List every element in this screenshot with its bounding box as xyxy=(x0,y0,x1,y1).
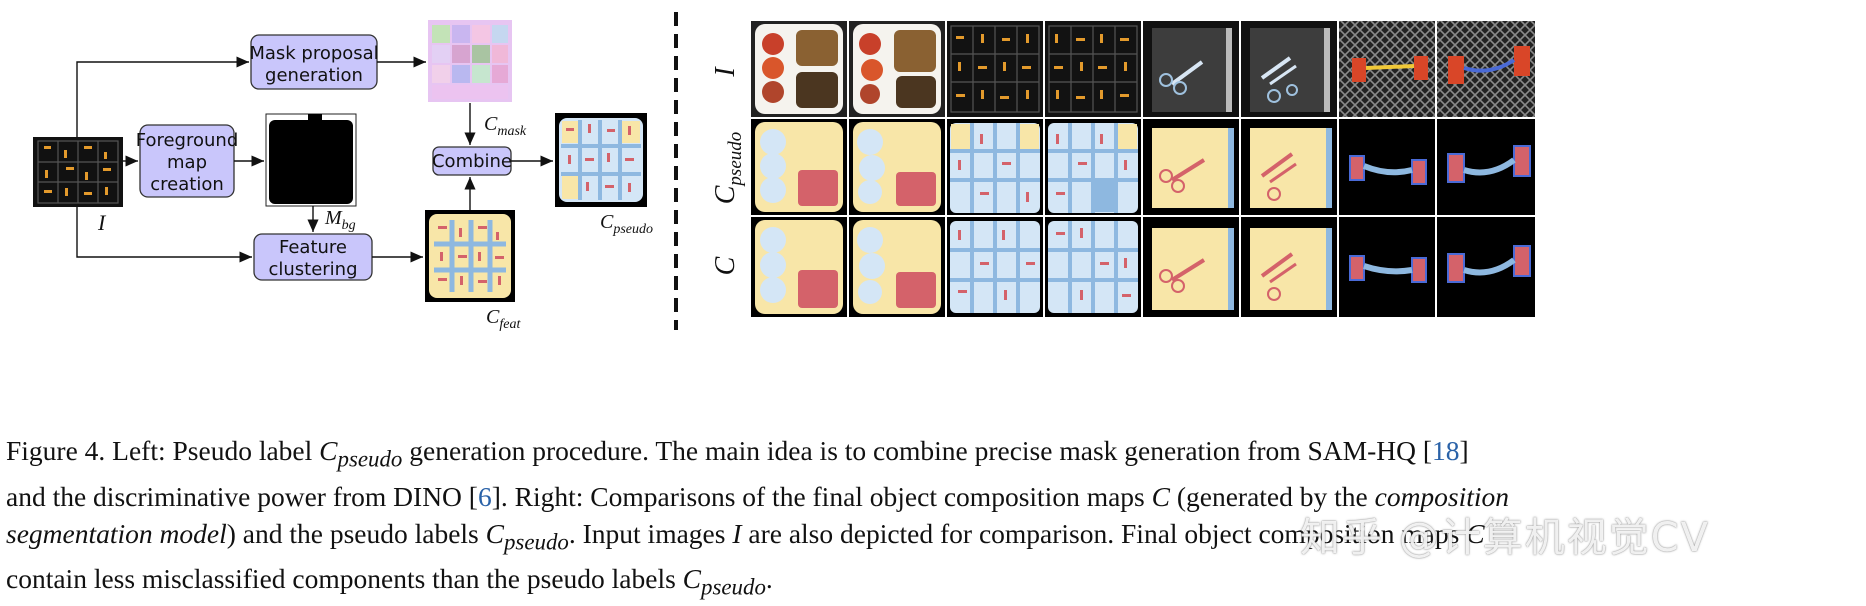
background-mask-thumbnail xyxy=(265,113,357,207)
grid-cell-r3-c3 xyxy=(947,217,1043,317)
grid-cell-r2-c5 xyxy=(1143,119,1239,215)
grid-cell-r1-c8 xyxy=(1437,21,1535,117)
citation-link-18[interactable]: 18 xyxy=(1432,435,1460,466)
node-combine-label: Combine xyxy=(432,151,512,172)
pseudo-label-thumbnail xyxy=(555,113,647,207)
label-M-bg: Mbg xyxy=(324,207,356,233)
caption-line-4: contain less misclassified components th… xyxy=(6,563,773,600)
watermark-text: 知乎 @计算机视觉CV xyxy=(1300,515,1711,561)
grid-cell-r2-c1 xyxy=(751,119,847,215)
input-image-thumbnail xyxy=(33,137,123,207)
grid-cell-r2-c2 xyxy=(849,119,945,215)
grid-cell-r1-c5 xyxy=(1143,21,1239,117)
grid-cell-r1-c2 xyxy=(849,21,945,117)
row-label-C-pseudo: Cpseudo xyxy=(710,132,746,205)
caption-line-1: Figure 4. Left: Pseudo label Cpseudo gen… xyxy=(6,435,1469,472)
label-input-I: I xyxy=(97,210,107,235)
figure-caption: Figure 4. Left: Pseudo label Cpseudo gen… xyxy=(6,432,1860,606)
grid-cell-r2-c7 xyxy=(1339,119,1435,215)
grid-cell-r3-c4 xyxy=(1045,217,1141,317)
node-feature-line2: clustering xyxy=(268,259,357,280)
node-foreground-line2: map xyxy=(167,152,207,173)
citation-link-6[interactable]: 6 xyxy=(477,480,492,512)
diagram-arrows xyxy=(76,56,553,263)
grid-cell-r1-c7 xyxy=(1339,21,1435,117)
grid-cell-r3-c7 xyxy=(1339,217,1435,317)
label-C-feat: Cfeat xyxy=(486,306,521,332)
node-feature-line1: Feature xyxy=(279,237,347,258)
figure-panel: I Mask proposal generation Foreground ma… xyxy=(33,12,1536,332)
row-label-C: C xyxy=(710,256,741,275)
grid-cell-r3-c2 xyxy=(849,217,945,317)
feature-clustering-thumbnail xyxy=(425,210,515,302)
node-mask-proposal-line2: generation xyxy=(265,65,363,86)
grid-cell-r2-c4 xyxy=(1045,119,1141,215)
grid-cell-r1-c4 xyxy=(1045,21,1141,117)
node-foreground-line3: creation xyxy=(150,174,224,195)
caption-line-2: and the discriminative power from DINO [… xyxy=(6,480,1510,512)
grid-cell-r3-c6 xyxy=(1241,217,1337,317)
grid-cell-r2-c8 xyxy=(1437,119,1535,215)
grid-cell-r3-c1 xyxy=(751,217,847,317)
grid-cell-r1-c6 xyxy=(1241,21,1337,117)
mask-proposal-thumbnail xyxy=(428,20,512,102)
node-foreground-line1: Foreground xyxy=(136,130,239,151)
label-C-mask: Cmask xyxy=(484,113,527,139)
grid-cell-r3-c8 xyxy=(1437,217,1535,317)
pipeline-diagram: I Mask proposal generation Foreground ma… xyxy=(33,20,653,332)
grid-cell-r2-c6 xyxy=(1241,119,1337,215)
label-C-pseudo: Cpseudo xyxy=(600,211,653,237)
grid-cell-r1-c1 xyxy=(751,21,847,117)
caption-line-3: segmentation model) and the pseudo label… xyxy=(6,517,1485,555)
grid-cell-r3-c5 xyxy=(1143,217,1239,317)
grid-cell-r2-c3 xyxy=(947,119,1043,215)
node-mask-proposal-line1: Mask proposal xyxy=(249,43,378,64)
grid-cell-r1-c3 xyxy=(947,21,1043,117)
row-label-I: I xyxy=(710,66,741,78)
comparison-grid: I Cpseudo C xyxy=(710,20,1536,318)
